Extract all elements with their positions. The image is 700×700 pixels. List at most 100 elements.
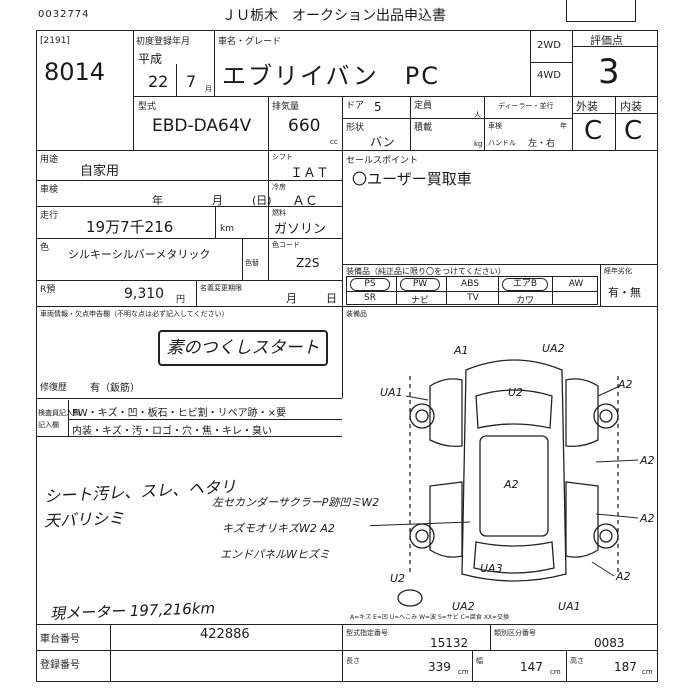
recall-month: 月 xyxy=(286,292,297,305)
shift-label: シフト xyxy=(272,153,293,161)
header-corner-box xyxy=(566,0,636,22)
ac-label: 冷房 xyxy=(272,183,286,191)
capacity-unit: 人 xyxy=(474,111,481,119)
fuel-label: 燃料 xyxy=(272,209,286,217)
length-label: 長さ xyxy=(346,657,360,665)
mark-ua2-top: UA2 xyxy=(542,342,565,355)
body-number: 422886 xyxy=(200,627,250,642)
aging-value: 有・無 xyxy=(608,286,641,299)
usage-value: 自家用 xyxy=(80,164,120,179)
form-frame xyxy=(36,30,658,682)
repaint-label: 色替 xyxy=(245,259,259,267)
equip-ps: PS xyxy=(350,278,390,291)
displacement: 660 xyxy=(288,116,321,136)
equip-pw: PW xyxy=(400,278,440,291)
width-label: 幅 xyxy=(476,657,483,665)
model-code: EBD-DA64V xyxy=(152,116,252,136)
equipment-label: 装備品（純正品に限り〇をつけてください） xyxy=(346,267,506,276)
color-code-label: 色コード xyxy=(272,241,300,249)
exterior-mark-row: FW・キズ・凹・板石・ヒビ割・リペア跡・×要 xyxy=(72,408,287,419)
width-unit: cm xyxy=(550,668,561,676)
mark-ua1-bottom: UA1 xyxy=(558,600,581,612)
drive-4wd: 4WD xyxy=(537,70,561,81)
grade-value: 3 xyxy=(598,52,620,92)
mark-ua1-left: UA1 xyxy=(380,386,403,399)
mark-a2-rear-right: A2 xyxy=(615,570,631,583)
note-ceiling: 天バリシミ xyxy=(43,508,125,531)
inspection-unit: 年 xyxy=(560,122,567,130)
first-reg-month-unit: 月 xyxy=(205,85,212,93)
stock-number: 0032774 xyxy=(38,9,90,20)
capacity-label: 定員 xyxy=(414,101,433,111)
note-diag-1: 左セカンダーサクラーP跡凹ミW2 xyxy=(212,496,380,509)
sales-point-value: 〇ユーザー買取車 xyxy=(352,170,472,188)
interior-grade: C xyxy=(624,116,643,146)
form-title: ＪＵ栃木 オークション出品申込書 xyxy=(222,8,446,24)
equip-airbag: エアB xyxy=(502,278,548,291)
equip-abs: ABS xyxy=(461,279,479,289)
car-name-label: 車名・グレード xyxy=(218,37,282,47)
diagram-legend: A=キズ E=凹 U=へこみ W=波 S=サビ C=腐食 XX=交換 xyxy=(350,614,510,621)
model-label: 型式 xyxy=(138,102,157,112)
color-value: シルキーシルバーメタリック xyxy=(68,248,211,261)
start-stamp: 素のつくしスタート xyxy=(158,330,328,366)
recall-label: 名義変更期限 xyxy=(200,284,242,292)
repair-label: 修復歴 xyxy=(40,383,68,393)
loading-unit: kg xyxy=(474,140,483,148)
mark-a2-right-low: A2 xyxy=(639,512,655,525)
mileage-unit: km xyxy=(220,224,234,234)
equip-aw: AW xyxy=(568,279,584,289)
recycle-value: 9,310 xyxy=(124,286,165,302)
car-damage-diagram: A1 UA2 UA1 U2 A2 A2 A2 A2 A2 U2 UA3 UA2 … xyxy=(370,342,655,612)
equip-sr: SR xyxy=(364,293,376,303)
first-reg-month: 7 xyxy=(186,72,197,91)
recycle-label: R預 xyxy=(40,285,56,295)
mark-a2-front-right: A2 xyxy=(617,378,633,391)
inspector-label: 検査員記入欄 xyxy=(38,409,80,417)
lot-number: 8014 xyxy=(44,58,106,86)
width-value: 147 xyxy=(520,660,543,674)
length-value: 339 xyxy=(428,660,451,674)
class-number-label: 類別区分番号 xyxy=(494,629,536,637)
body-label: 形状 xyxy=(346,123,365,133)
sales-point-label: セールスポイント xyxy=(346,156,419,166)
shaken-month: 月 xyxy=(212,194,223,207)
equip-tv: TV xyxy=(467,293,479,303)
height-unit: cm xyxy=(642,668,653,676)
mark-a2-right-mid: A2 xyxy=(639,454,655,467)
shift-value: ＩＡＴ xyxy=(290,166,330,181)
class-number: 0083 xyxy=(594,636,625,650)
length-unit: cm xyxy=(458,668,469,676)
first-reg-era: 平成 xyxy=(138,52,163,66)
recall-day: 日 xyxy=(326,292,337,305)
shaken-label: 車検 xyxy=(40,185,59,195)
fuel-value: ガソリン xyxy=(274,222,327,237)
equip-leather: カワ xyxy=(515,296,534,306)
color-label: 色 xyxy=(40,243,50,253)
cc-unit: cc xyxy=(330,138,338,146)
mark-ua2-bottom: UA2 xyxy=(452,600,475,612)
reg-number-label: 登録番号 xyxy=(40,660,80,671)
interior-label: 内装 xyxy=(620,100,642,113)
usage-label: 用途 xyxy=(40,155,59,165)
repair-value: 有（鈑筋） xyxy=(90,383,140,394)
car-name: エブリイバン PC xyxy=(222,62,440,90)
inspection-label: 車検 xyxy=(488,122,502,130)
exterior-grade: C xyxy=(584,116,603,146)
spec-number: 15132 xyxy=(430,636,469,650)
accessory-label: 装備品 xyxy=(346,310,367,318)
inspector-label-2: 記入欄 xyxy=(38,421,59,429)
recycle-unit: 円 xyxy=(176,295,186,305)
loading-label: 積載 xyxy=(414,123,433,133)
dealer-label: ディーラー・並行 xyxy=(498,102,554,110)
drive-2wd: 2WD xyxy=(537,40,561,51)
mark-a2-center: A2 xyxy=(503,478,519,491)
height-label: 高さ xyxy=(570,657,584,665)
body-type: バン xyxy=(370,135,395,149)
exterior-label: 外装 xyxy=(576,100,598,113)
mark-u2-roof: U2 xyxy=(508,386,523,399)
sheet-code: [2191] xyxy=(40,36,70,46)
aging-label: 経年劣化 xyxy=(604,267,632,275)
equipment-grid xyxy=(346,276,598,305)
notes-label: 車両情報・欠点申告欄（不明な点は必ず記入してください） xyxy=(40,310,229,318)
